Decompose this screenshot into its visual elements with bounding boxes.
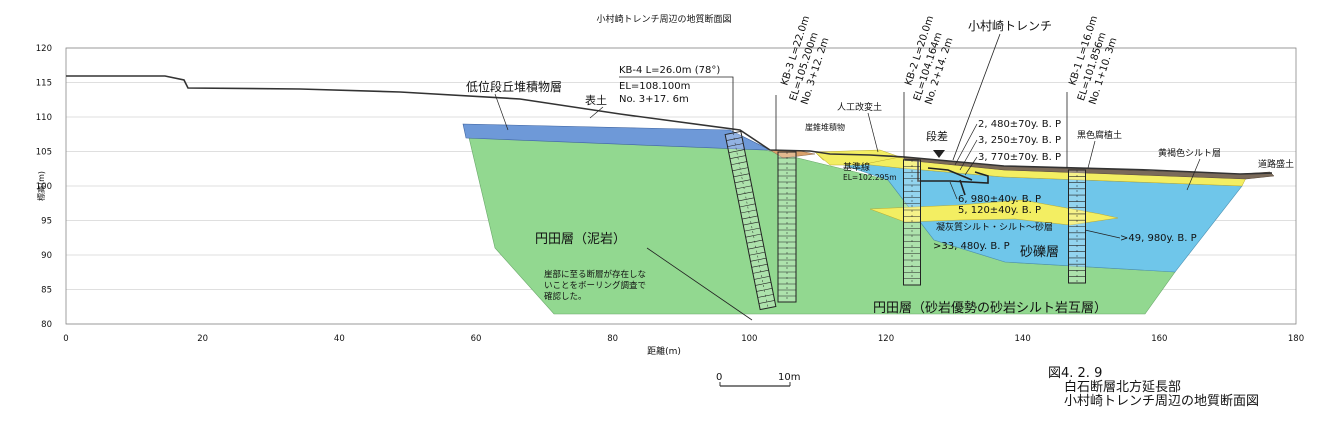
borehole-core-3 (903, 159, 921, 286)
y-tick-105: 105 (36, 148, 52, 158)
label-topsoil: 表土 (585, 93, 607, 107)
kb4-no: No. 3+17. 6m (619, 94, 689, 105)
y-tick-110: 110 (36, 113, 52, 123)
label-black-humus: 黒色腐植土 (1077, 129, 1122, 141)
borehole-core-2 (777, 151, 797, 303)
y-tick-100: 100 (36, 182, 52, 192)
age-labels: 2, 480±70y. B. P 3, 250±70y. B. P 3, 770… (933, 119, 1197, 252)
figure-title-line2: 小村崎トレンチ周辺の地質断面図 (1064, 394, 1260, 409)
label-talus: 崖錐堆積物 (805, 122, 845, 132)
x-tick-60: 60 (471, 334, 482, 344)
plot-frame (65, 47, 1297, 325)
y-tick-80: 80 (41, 320, 52, 330)
y-tick-115: 115 (36, 79, 52, 89)
label-yellow-brown-silt: 黄褐色シルト層 (1158, 147, 1221, 159)
boreholes (724, 130, 1086, 311)
label-lowland-terrace: 低位段丘堆積物層 (466, 79, 562, 94)
x-tick-160: 160 (1151, 334, 1167, 344)
y-axis-label: 標高(m) (36, 171, 46, 201)
kb4-el: EL=108.100m (619, 81, 690, 92)
geology-layers (462, 123, 1275, 315)
y-tick-85: 85 (41, 286, 52, 296)
figure-title-line1: 白石断層北方延長部 (1064, 380, 1182, 395)
tuff-silt-lens (869, 199, 1119, 226)
age-4: 6, 980±40y. B. P (958, 194, 1041, 205)
x-tick-180: 180 (1288, 334, 1304, 344)
label-marker-el: EL=102.295m (843, 173, 897, 182)
y-tick-120: 120 (36, 44, 52, 54)
note-line-3: 確認した。 (544, 291, 587, 302)
y-tick-95: 95 (41, 217, 52, 227)
borehole-core-1 (724, 130, 777, 311)
y-tick-90: 90 (41, 251, 52, 261)
fault-note: 崖部に至る断層が存在しな いことをボーリング調査で 確認した。 (544, 247, 753, 321)
x-tick-20: 20 (197, 334, 208, 344)
x-tick-0: 0 (63, 334, 68, 344)
age-1: 2, 480±70y. B. P (978, 119, 1061, 130)
x-tick-100: 100 (741, 334, 757, 344)
x-tick-120: 120 (878, 334, 894, 344)
kb4-name: KB-4 L=26.0m (78°) (619, 65, 720, 76)
layer-labels: 低位段丘堆積物層 表土 人工改変土 崖錐堆積物 基準線 EL=102.295m … (466, 79, 1294, 316)
age-2: 3, 250±70y. B. P (978, 135, 1061, 146)
age-6: >33, 480y. B. P (933, 241, 1010, 252)
label-step: 段差 (926, 129, 948, 143)
label-artificial-fill: 人工改変土 (837, 101, 882, 113)
label-marker-bed: 基準線 (843, 161, 870, 173)
ground-surface (66, 75, 1273, 175)
age-5: 5, 120±40y. B. P (958, 205, 1041, 216)
figure-number: 図4. 2. 9 (1048, 366, 1103, 381)
x-tick-80: 80 (607, 334, 618, 344)
borehole-core-4 (1068, 169, 1086, 284)
scale-end: 10m (778, 372, 800, 383)
label-enden-mudstone: 円田層（泥岩） (535, 232, 626, 247)
note-line-2: いことをボーリング調査で (544, 280, 646, 291)
note-line-1: 崖部に至る断層が存在しな (544, 269, 646, 280)
age-7: >49, 980y. B. P (1120, 233, 1197, 244)
label-enden-alternation: 円田層（砂岩優勢の砂岩シルト岩互層） (873, 301, 1107, 316)
chart-title: 小村崎トレンチ周辺の地質断面図 (596, 13, 731, 25)
step-marker (933, 150, 945, 158)
y-tick-labels: 120 115 110 105 100 95 90 85 80 (36, 44, 52, 330)
lowland-terrace-layer (462, 123, 771, 151)
label-gravel: 砂礫層 (1020, 244, 1059, 260)
label-road-fill: 道路盛土 (1258, 158, 1294, 170)
trench-label: 小村崎トレンチ (968, 19, 1052, 33)
x-axis-label: 距離(m) (647, 345, 681, 357)
x-tick-140: 140 (1015, 334, 1031, 344)
scale-bar: 0 10m (716, 372, 800, 387)
scale-start: 0 (716, 372, 722, 383)
label-tuff-silt: 凝灰質シルト・シルト～砂層 (936, 221, 1053, 233)
x-tick-labels: 0 20 40 60 80 100 120 140 160 180 (63, 334, 1304, 344)
x-tick-40: 40 (334, 334, 345, 344)
age-3: 3, 770±70y. B. P (978, 152, 1061, 163)
